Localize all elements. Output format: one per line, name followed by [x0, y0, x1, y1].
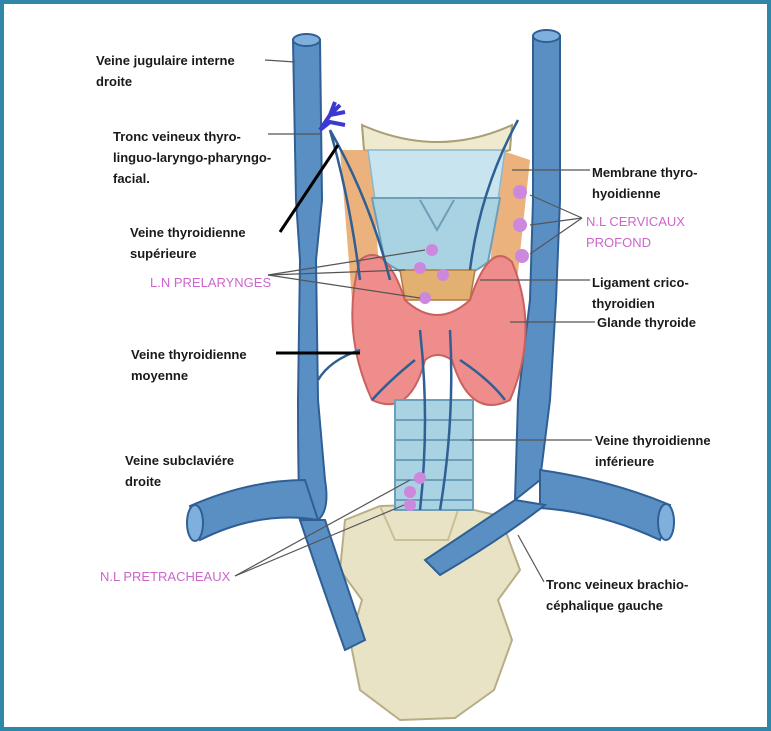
label-right-internal-jugular-vein: Veine jugulaire interne droite [96, 50, 235, 92]
label-middle-thyroid-vein: Veine thyroidienne moyenne [131, 344, 247, 386]
label-prelaryngeal-nodes: L.N PRELARYNGES [150, 272, 271, 293]
label-right-subclavian-vein: Veine subclaviére droite [125, 450, 234, 492]
label-thyro-linguo-facial-trunk: Tronc veineux thyro- linguo-laryngo-phar… [113, 126, 271, 189]
label-cricothyroid-ligament: Ligament crico- thyroidien [592, 272, 689, 314]
label-inferior-thyroid-vein: Veine thyroidienne inférieure [595, 430, 711, 472]
label-thyrohyoid-membrane: Membrane thyro- hyoidienne [592, 162, 697, 204]
label-pretracheal-nodes: N.L PRETRACHEAUX [100, 566, 230, 587]
label-left-brachiocephalic-trunk: Tronc veineux brachio- céphalique gauche [546, 574, 688, 616]
label-thyroid-gland: Glande thyroide [597, 312, 696, 333]
label-superior-thyroid-vein: Veine thyroidienne supérieure [130, 222, 246, 264]
left-subclavian-vein [540, 470, 670, 540]
lymphatic-trunk-icon [320, 102, 345, 130]
left-internal-jugular-vein [515, 36, 560, 500]
thyrohyoid-membrane [368, 150, 505, 200]
label-deep-cervical-nodes: N.L CERVICAUX PROFOND [586, 211, 685, 253]
